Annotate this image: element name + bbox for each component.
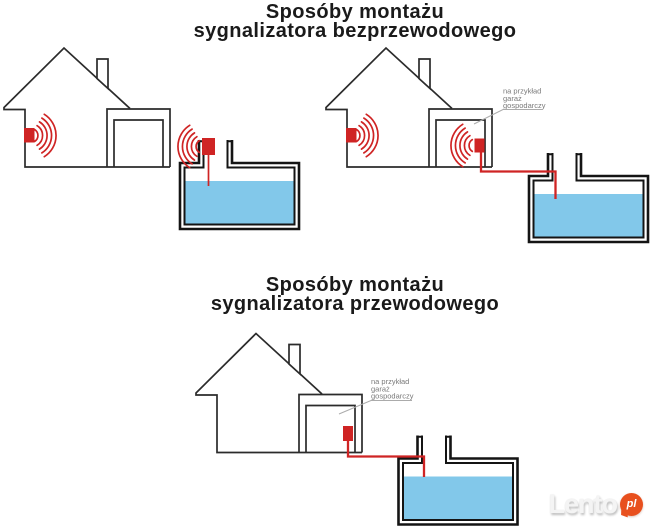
septic-tank-icon [397, 434, 519, 526]
wired-title-line1: Sposóby montażu [265, 274, 445, 296]
transmitter-device [202, 138, 215, 155]
leader-line [338, 400, 412, 415]
lento-brand-text: Lento [548, 489, 618, 519]
house-icon [195, 332, 363, 454]
note-line3: gospodarczy [503, 101, 546, 110]
badge-label: pl [626, 498, 637, 510]
radio-waves-icon [450, 123, 474, 168]
leader-line [473, 109, 543, 125]
note-line1: na przykład [503, 87, 541, 96]
signaler-device [24, 128, 35, 143]
wired-variant-house [195, 332, 363, 454]
wired-section-title: Sposóby montażu sygnalizatora przewodowe… [60, 274, 650, 315]
wired-variant-tank [346, 434, 519, 526]
wireless-title-line1: Sposóby montażu [265, 1, 445, 23]
signal-cable [346, 441, 426, 477]
house-icon [3, 47, 171, 168]
note-line2: garaż [371, 384, 390, 393]
radio-waves-icon [177, 124, 201, 169]
wireless-title-line2: sygnalizatora bezprzewodowego [193, 19, 517, 42]
lento-watermark: Lento pl [548, 489, 643, 520]
wireless-variant2-tank [479, 151, 650, 244]
signaler-device [346, 128, 357, 143]
house-icon [325, 47, 493, 168]
signaler-device [343, 426, 353, 441]
note-line2: garaż [503, 94, 522, 103]
garage-note-wired: na przykład garaż gospodarczy [338, 377, 414, 415]
lento-pl-badge-icon: pl [620, 493, 643, 518]
radio-waves-icon [33, 113, 57, 158]
radio-waves-icon [355, 113, 379, 158]
wired-title-line2: sygnalizatora przewodowego [210, 292, 500, 315]
note-line3: gospodarczy [371, 392, 414, 401]
garage-note-wireless: na przykład garaż gospodarczy [473, 87, 546, 125]
garage-receiver-device [474, 138, 485, 153]
note-line1: na przykład [371, 377, 409, 386]
wireless-variant-tank [177, 124, 301, 231]
wireless-section-title: Sposóby montażu sygnalizatora bezprzewod… [60, 1, 650, 42]
wireless-variant2-house [325, 47, 493, 168]
wireless-variant-house [3, 47, 171, 168]
signal-cable [479, 152, 557, 199]
septic-tank-icon [178, 138, 301, 231]
septic-tank-icon [527, 151, 650, 244]
